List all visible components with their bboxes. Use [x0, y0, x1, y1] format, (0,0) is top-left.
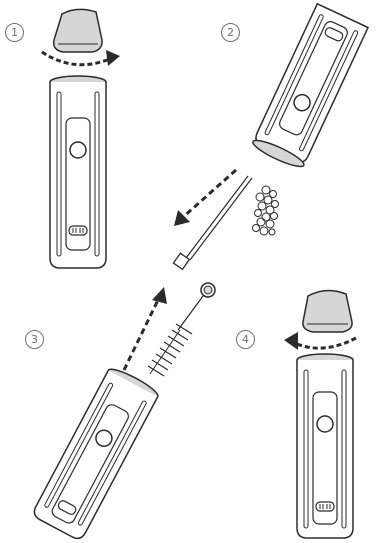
pod-cap: [54, 9, 102, 52]
step-4-illustration: [284, 290, 356, 538]
device-body: [297, 354, 353, 538]
debris-icon: [253, 186, 279, 235]
pod-cap: [303, 290, 352, 332]
step-2-illustration: [251, 4, 369, 171]
twist-arrow-icon: [284, 332, 356, 350]
step-1-illustration: [42, 9, 120, 268]
dashed-arrow-icon: [174, 170, 236, 226]
step-3-illustration: [31, 365, 160, 541]
device-body: [50, 76, 106, 268]
